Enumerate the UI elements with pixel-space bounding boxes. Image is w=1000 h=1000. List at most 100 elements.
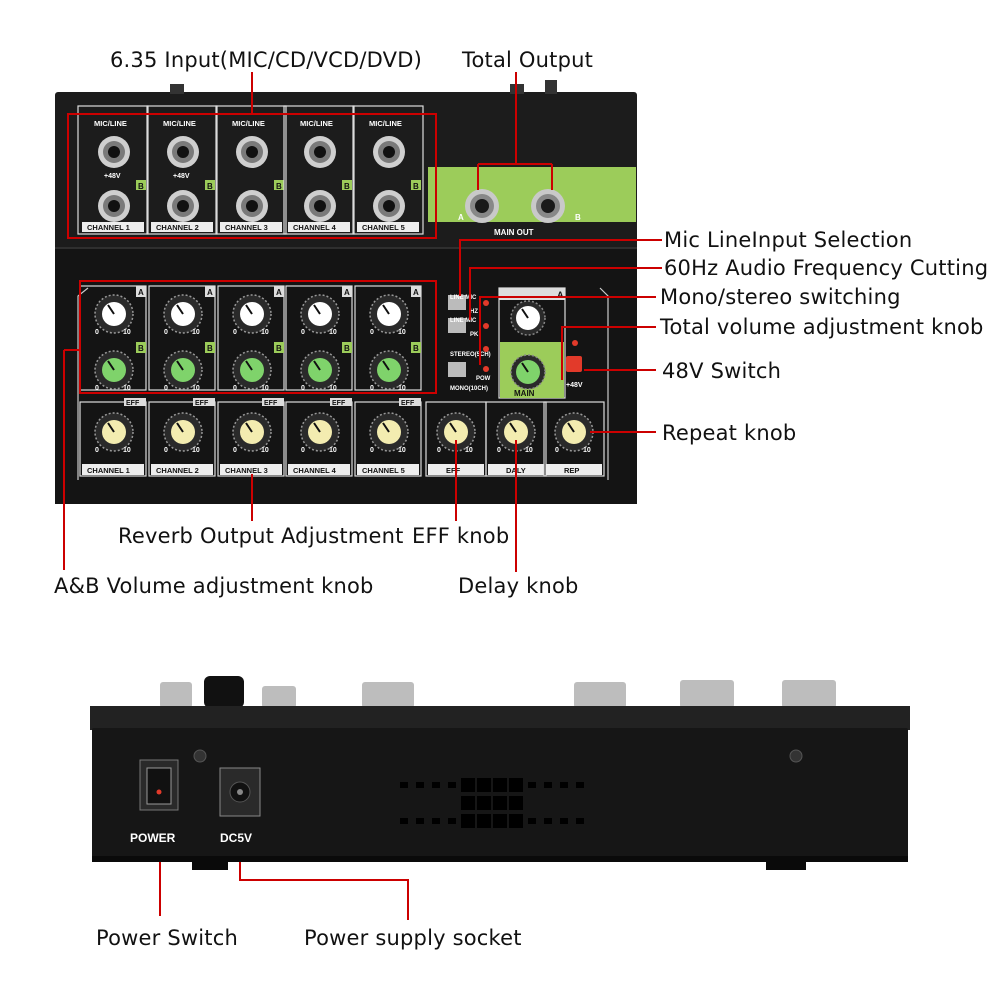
- vent-slot: [461, 796, 475, 810]
- vent-slot: [576, 782, 584, 788]
- switch-label-stereo: STEREO(5CH): [450, 352, 491, 358]
- volume-knob-b[interactable]: [163, 350, 203, 390]
- vent-slot: [400, 782, 408, 788]
- input-jack-a: [373, 136, 405, 168]
- vent-slot: [432, 782, 440, 788]
- knob-max-label: 10: [123, 447, 131, 454]
- channel-label: CHANNEL 1: [87, 223, 130, 232]
- power-switch[interactable]: [146, 767, 172, 805]
- channel-label: CHANNEL 5: [362, 466, 405, 475]
- b-tag: [342, 180, 352, 190]
- led-pow: [483, 366, 489, 372]
- knob-min-label: 0: [370, 329, 374, 336]
- b-tag-letter: B: [138, 182, 144, 191]
- repeat-knob[interactable]: [554, 412, 594, 452]
- main-label: MAIN: [514, 389, 535, 398]
- main-out-jack-b: [531, 189, 565, 223]
- switch-label-1: LINE MIC: [450, 295, 477, 301]
- vent-slot: [448, 782, 456, 788]
- input-jack-b: [304, 190, 336, 222]
- channel-label: CHANNEL 3: [225, 466, 268, 475]
- channel-label: CHANNEL 2: [156, 466, 199, 475]
- annot-ab-volume: A&B Volume adjustment knob: [54, 574, 374, 598]
- 48v-switch-button[interactable]: [566, 356, 582, 372]
- knob-min-label: 0: [95, 447, 99, 454]
- switch-label-hz: HZ: [470, 309, 478, 315]
- annot-repeat: Repeat knob: [662, 421, 797, 445]
- total-volume-knob-a[interactable]: [510, 300, 546, 336]
- vent-slot: [509, 796, 523, 810]
- input-jack-a: [304, 136, 336, 168]
- volume-knob-a[interactable]: [163, 294, 203, 334]
- volume-knob-b[interactable]: [94, 350, 134, 390]
- volume-knob-a[interactable]: [300, 294, 340, 334]
- b-tag-letter: B: [276, 344, 282, 353]
- reverb-output-knob[interactable]: [232, 412, 272, 452]
- input-jack-b: [98, 190, 130, 222]
- vent-slot: [432, 818, 440, 824]
- reverb-output-knob[interactable]: [300, 412, 340, 452]
- b-tag-letter: B: [138, 344, 144, 353]
- volume-knob-a[interactable]: [369, 294, 409, 334]
- mic-line-switch-1[interactable]: [448, 295, 466, 310]
- reverb-output-knob[interactable]: [94, 412, 134, 452]
- volume-knob-a[interactable]: [232, 294, 272, 334]
- input-channel-frame: [352, 105, 424, 235]
- led-3: [483, 346, 489, 352]
- vent-slot: [448, 818, 456, 824]
- volume-knob-b[interactable]: [232, 350, 272, 390]
- input-channel-frame: [77, 105, 149, 235]
- b-tag-letter: B: [413, 344, 419, 353]
- volume-knob-b[interactable]: [300, 350, 340, 390]
- delay-knob[interactable]: [496, 412, 536, 452]
- 48v-switch-label: +48V: [566, 382, 583, 389]
- volume-knob-b[interactable]: [369, 350, 409, 390]
- a-tag-letter: A: [344, 288, 350, 297]
- knob-min-label: 0: [497, 447, 501, 454]
- annot-delay: Delay knob: [458, 574, 579, 598]
- reverb-output-knob[interactable]: [163, 412, 203, 452]
- vent-slot: [493, 796, 507, 810]
- mic-line-label: MIC/LINE: [232, 119, 265, 128]
- knob-max-label: 10: [123, 329, 131, 336]
- knob-min-label: 0: [301, 447, 305, 454]
- vent-slot: [544, 782, 552, 788]
- knob-max-label: 10: [583, 447, 591, 454]
- mic-line-switch-2[interactable]: [448, 318, 466, 333]
- eff-knob-frame: [148, 401, 216, 477]
- reverb-output-knob[interactable]: [369, 412, 409, 452]
- mono-stereo-switch[interactable]: [448, 362, 466, 377]
- knob-max-label: 10: [261, 385, 269, 392]
- switch-label-pk: PK: [470, 332, 479, 338]
- switch-label-pow: POW: [476, 376, 491, 382]
- input-jack-b: [236, 190, 268, 222]
- knob-min-label: 0: [164, 385, 168, 392]
- b-tag: [136, 180, 146, 190]
- knob-max-label: 10: [192, 385, 200, 392]
- main-out-b-letter: B: [575, 213, 581, 222]
- vent-slot: [528, 782, 536, 788]
- knob-max-label: 10: [398, 385, 406, 392]
- knob-max-label: 10: [465, 447, 473, 454]
- a-tag-letter: A: [413, 288, 419, 297]
- plus48-label: +48V: [104, 173, 121, 180]
- mic-line-label: MIC/LINE: [94, 119, 127, 128]
- vent-slot: [560, 818, 568, 824]
- vent-slot: [560, 782, 568, 788]
- knob-max-label: 10: [192, 329, 200, 336]
- volume-knob-a[interactable]: [94, 294, 134, 334]
- main-knob-header: [499, 288, 565, 300]
- total-volume-knob-main[interactable]: [510, 354, 546, 390]
- mic-line-label: MIC/LINE: [163, 119, 196, 128]
- b-tag: [411, 180, 421, 190]
- vent-slot: [461, 814, 475, 828]
- knob-min-label: 0: [164, 329, 168, 336]
- rear-unit: POWER DC5V: [90, 676, 910, 870]
- b-tag-letter: B: [413, 182, 419, 191]
- input-jack-b: [167, 190, 199, 222]
- vent-slot: [528, 818, 536, 824]
- knob-max-label: 10: [329, 385, 337, 392]
- eff-knob-label: EFF: [446, 466, 461, 475]
- eff-knob[interactable]: [436, 412, 476, 452]
